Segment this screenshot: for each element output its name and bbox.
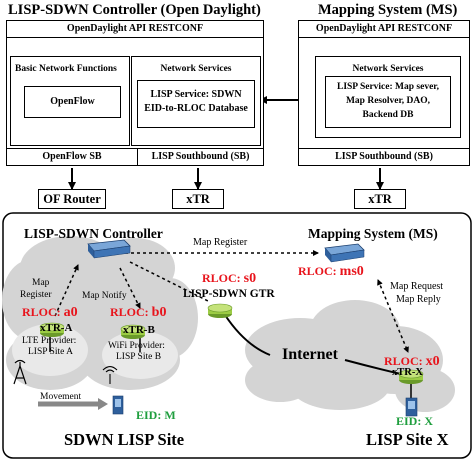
wifi-line-1: WiFi Provider: xyxy=(108,341,165,351)
lisp-service-line-2: EID-to-RLOC Database xyxy=(144,103,248,114)
rloc-ms0: RLOC: ms0 xyxy=(298,264,364,280)
ms-lisp-sb-bar: LISP Southbound (SB) xyxy=(298,148,470,166)
ms-api-label: OpenDaylight API RESTCONF xyxy=(315,23,453,34)
rloc-s0: RLOC: s0 xyxy=(202,271,256,287)
xtr-left-label: xTR xyxy=(186,192,210,206)
map-notify-label: Map Notify xyxy=(82,291,127,301)
gtr-label: LISP-SDWN GTR xyxy=(183,288,275,300)
lte-line-1: LTE Provider: xyxy=(22,336,77,346)
rloc-x0-prefix: RLOC: xyxy=(384,354,426,368)
ms-lisp-service-box: LISP Service: Map sever, Map Resolver, D… xyxy=(325,76,451,128)
rloc-s0-value: s0 xyxy=(243,271,257,286)
lte-line-2: LISP Site A xyxy=(28,347,74,357)
lisp-service-box: LISP Service: SDWN EID-to-RLOC Database xyxy=(137,80,255,128)
rloc-b0: RLOC: b0 xyxy=(110,305,166,321)
sdwn-site-label: SDWN LISP Site xyxy=(64,430,185,449)
rloc-ms0-prefix: RLOC: xyxy=(298,264,340,278)
openflow-sb-label: OpenFlow SB xyxy=(42,151,102,162)
movement-arrow-head xyxy=(98,398,108,410)
map-request-label: Map Request xyxy=(390,281,444,292)
lisp-sb-bar: LISP Southbound (SB) xyxy=(137,148,264,166)
rloc-b0-value: b0 xyxy=(151,305,167,320)
bottom-ms-label: Mapping System (MS) xyxy=(308,226,438,241)
map-register-top-label: Map Register xyxy=(193,237,248,248)
bottom-controller-label: LISP-SDWN Controller xyxy=(24,226,163,241)
eid-m-label: EID: M xyxy=(136,408,176,422)
sdwn-api-label: OpenDaylight API RESTCONF xyxy=(66,23,204,34)
movement-label: Movement xyxy=(40,392,82,402)
map-register-left-line-1: Map xyxy=(32,278,50,288)
rloc-a0: RLOC: a0 xyxy=(22,305,78,321)
map-request-reply-arrow xyxy=(377,279,409,353)
wifi-antenna-icon xyxy=(102,365,118,384)
host-m-icon xyxy=(112,395,124,415)
ms-service-line-1: LISP Service: Map sever, xyxy=(336,82,440,92)
map-register-left-line-2: Register xyxy=(20,290,52,300)
openflow-sb-bar: OpenFlow SB xyxy=(6,148,138,166)
xtr-b-label: xTR-B xyxy=(123,324,155,336)
xtr-right-label: xTR xyxy=(368,192,392,206)
internet-cloud xyxy=(245,300,455,412)
ms-service-line-3: Backend DB xyxy=(362,110,414,120)
basic-functions-label: Basic Network Functions xyxy=(15,64,117,74)
ms-title: Mapping System (MS) xyxy=(318,2,458,18)
openflow-label: OpenFlow xyxy=(50,96,95,107)
map-reply-label: Map Reply xyxy=(396,294,441,305)
lisp-sb-label: LISP Southbound (SB) xyxy=(151,151,250,162)
eid-x-label: EID: X xyxy=(396,414,434,428)
ms-network-services-label: Network Services xyxy=(352,64,424,74)
ms-service-line-2: Map Resolver, DAO, xyxy=(345,96,431,106)
xtr-x-router-icon xyxy=(398,369,424,384)
lte-tower-icon xyxy=(13,359,27,385)
rloc-x0: RLOC: x0 xyxy=(384,354,440,370)
rloc-a0-value: a0 xyxy=(63,305,78,320)
of-router-box: OF Router xyxy=(38,189,106,209)
xtr-a-label: xTR-A xyxy=(40,322,73,334)
lisp-service-line-1: LISP Service: SDWN xyxy=(150,89,242,100)
controller-server-icon xyxy=(87,239,131,259)
wifi-cloud xyxy=(102,331,178,379)
map-notify-arrow xyxy=(119,267,141,309)
lisp-site-x-label: LISP Site X xyxy=(366,430,449,449)
gtr-internet-link xyxy=(224,314,271,356)
gtr-router-icon xyxy=(207,303,233,318)
rloc-s0-prefix: RLOC: xyxy=(202,271,244,285)
wifi-line-2: LISP Site B xyxy=(116,352,162,362)
xtr-b-router-icon xyxy=(120,324,146,339)
controller-gtr-line xyxy=(129,261,211,303)
rloc-x0-value: x0 xyxy=(425,354,440,369)
ms-api-bar: OpenDaylight API RESTCONF xyxy=(298,20,470,38)
sdwn-api-bar: OpenDaylight API RESTCONF xyxy=(6,20,264,38)
openflow-box: OpenFlow xyxy=(24,86,121,118)
ms-server-icon xyxy=(324,243,365,263)
xtr-right-box: xTR xyxy=(354,189,406,209)
ms-lisp-sb-label: LISP Southbound (SB) xyxy=(335,151,433,162)
sdwn-controller-title: LISP-SDWN Controller (Open Daylight) xyxy=(8,2,261,18)
rloc-a0-prefix: RLOC: xyxy=(22,305,64,319)
xtr-left-box: xTR xyxy=(172,189,224,209)
internet-label: Internet xyxy=(282,346,338,363)
network-services-label: Network Services xyxy=(160,64,232,74)
host-x-icon xyxy=(405,397,418,417)
xtr-x-label: xTR-X xyxy=(392,367,423,378)
rloc-b0-prefix: RLOC: xyxy=(110,305,152,319)
xtr-a-router-icon xyxy=(39,322,65,337)
rloc-ms0-value: ms0 xyxy=(339,264,364,279)
of-router-label: OF Router xyxy=(43,192,101,206)
